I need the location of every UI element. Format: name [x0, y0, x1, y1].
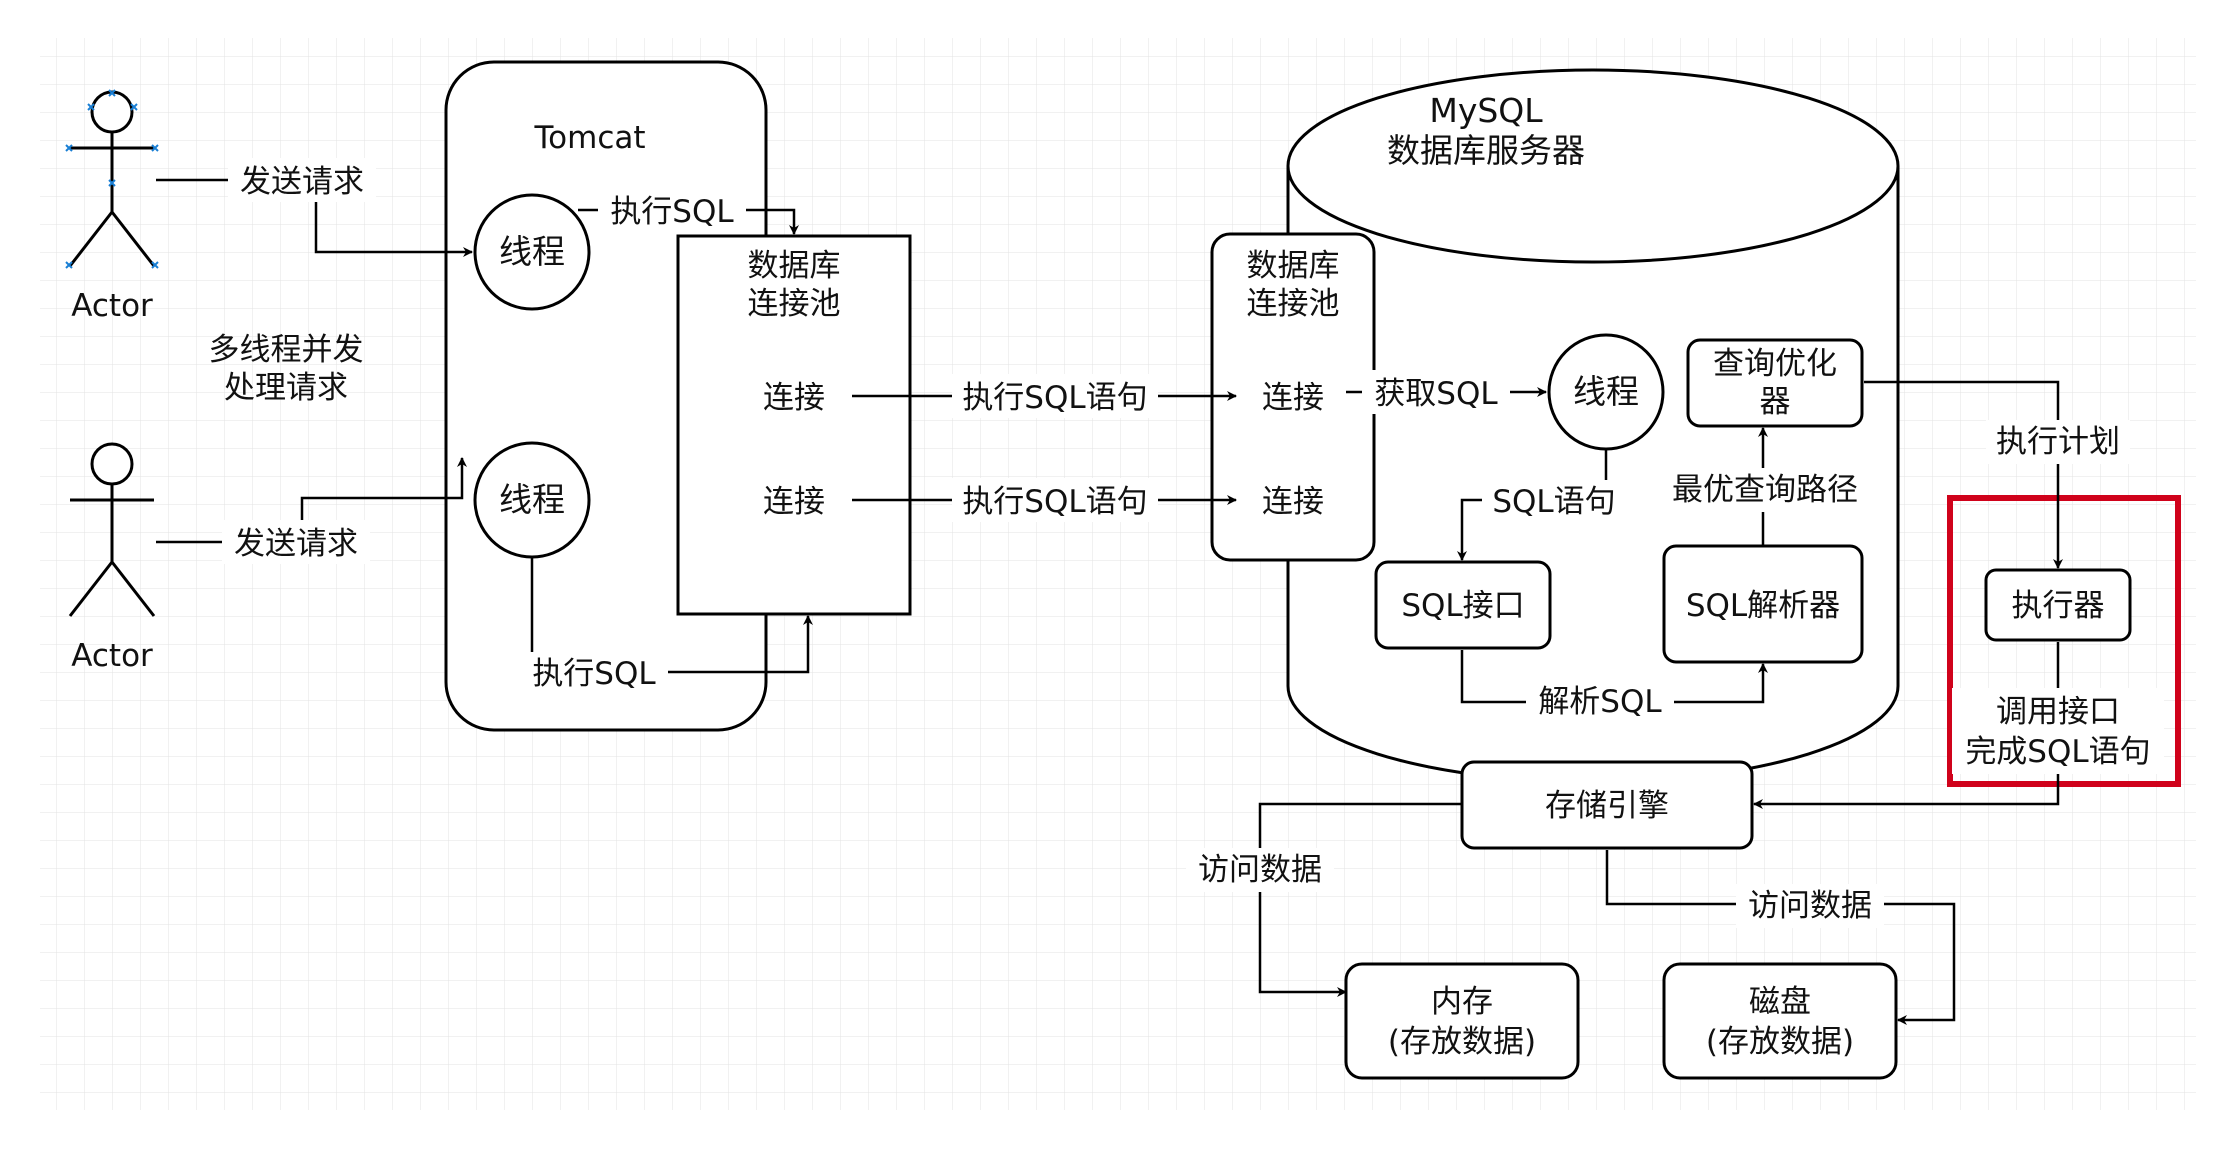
multithread-label-line2: 处理请求 [224, 370, 348, 406]
tomcat-thread-top[interactable] [473, 193, 591, 311]
mysql-title-line2: 数据库服务器 [1387, 131, 1585, 170]
label-exec-sql-stmt-bottom: 执行SQL语句 [962, 484, 1147, 520]
tomcat-title: Tomcat [533, 120, 645, 156]
mysql-thread-label: 线程 [1573, 372, 1639, 411]
mysql-conn-top[interactable]: 连接 [1262, 380, 1324, 416]
label-bg-optimal-path [1662, 468, 1868, 512]
label-exec-sql-top: 执行SQL [610, 194, 734, 230]
executor-highlight-frame [1947, 495, 2181, 787]
label-bg-send-request-top [228, 158, 376, 202]
label-bg-get-sql [1362, 370, 1510, 414]
actor-bottom[interactable] [68, 442, 156, 617]
label-exec-sql-bottom: 执行SQL [532, 656, 656, 692]
label-bg-exec-sql-stmt-top [952, 374, 1158, 418]
label-bg-exec-plan [1986, 420, 2130, 464]
label-sql-statement: SQL语句 [1492, 484, 1615, 520]
executor-label: 执行器 [2012, 588, 2105, 624]
label-bg-access-data-right [1736, 884, 1884, 928]
sql-interface-label: SQL接口 [1401, 588, 1524, 624]
actor-top-head [90, 90, 134, 134]
tomcat-pool-label-line2: 连接池 [748, 286, 841, 322]
edge-access-data-disk [1605, 850, 1956, 1025]
label-parse-sql: 解析SQL [1538, 684, 1662, 720]
actor-top-selection-markers [65, 89, 159, 269]
label-access-data-left: 访问数据 [1198, 852, 1322, 888]
tomcat-conn-bottom[interactable]: 连接 [763, 484, 825, 520]
query-optimizer-label-line2: 器 [1760, 384, 1791, 420]
label-get-sql: 获取SQL [1374, 376, 1498, 412]
storage-engine-label: 存储引擎 [1545, 788, 1669, 824]
label-exec-plan: 执行计划 [1996, 424, 2120, 460]
tomcat-thread-top-label: 线程 [499, 232, 565, 271]
label-bg-exec-sql-stmt-bottom [952, 478, 1158, 522]
sql-interface-box[interactable] [1374, 560, 1552, 650]
tomcat-thread-bottom-label: 线程 [499, 480, 565, 519]
edge-exec-sql-bottom [530, 558, 813, 674]
mysql-title-line1: MySQL [1429, 91, 1543, 130]
label-bg-send-request-bottom [222, 520, 370, 564]
label-optimal-path: 最优查询路径 [1672, 472, 1858, 508]
mysql-pool-label-line2: 连接池 [1247, 286, 1340, 322]
mysql-conn-bottom[interactable]: 连接 [1262, 484, 1324, 520]
mysql-pool-label-line1: 数据库 [1247, 248, 1340, 284]
disk-label-line2: (存放数据) [1706, 1024, 1854, 1060]
memory-label-line2: (存放数据) [1388, 1024, 1536, 1060]
label-bg-call-interface [1952, 688, 2164, 774]
label-exec-sql-stmt-top: 执行SQL语句 [962, 380, 1147, 416]
actor-bottom-label: Actor [71, 638, 153, 674]
label-call-interface-line1: 调用接口 [1996, 694, 2120, 730]
tomcat-pool-label-line1: 数据库 [748, 248, 841, 284]
mysql-thread[interactable] [1547, 333, 1665, 451]
actor-top-label: Actor [71, 288, 153, 324]
label-bg-access-data-left [1186, 848, 1334, 892]
disk-box[interactable] [1662, 962, 1898, 1080]
label-bg-sql-statement [1482, 480, 1626, 522]
actor-bottom-head [90, 442, 134, 486]
executor-box[interactable] [1984, 568, 2132, 642]
query-optimizer-label-line1: 查询优化 [1713, 346, 1837, 382]
disk-label-line1: 磁盘 [1749, 984, 1811, 1020]
edge-exec-plan [1864, 380, 2063, 569]
multithread-label-line1: 多线程并发 [209, 332, 364, 368]
tomcat-conn-top[interactable]: 连接 [763, 380, 825, 416]
label-send-request-bottom: 发送请求 [234, 526, 358, 562]
label-bg-exec-sql-top [598, 190, 746, 232]
tomcat-thread-bottom[interactable] [473, 441, 591, 559]
label-bg-exec-sql-bottom [520, 652, 668, 694]
tomcat-connection-pool[interactable] [676, 234, 912, 616]
memory-label-line1: 内存 [1431, 984, 1493, 1020]
edge-access-data-memory [1258, 802, 1462, 997]
memory-box[interactable] [1344, 962, 1580, 1080]
label-access-data-right: 访问数据 [1748, 888, 1872, 924]
query-optimizer-box[interactable] [1686, 338, 1864, 428]
label-call-interface-line2: 完成SQL语句 [1965, 734, 2150, 770]
sql-parser-label: SQL解析器 [1686, 588, 1840, 624]
mysql-cylinder-top [1286, 68, 1900, 264]
label-send-request-top: 发送请求 [240, 164, 364, 200]
label-bg-parse-sql [1526, 680, 1674, 724]
